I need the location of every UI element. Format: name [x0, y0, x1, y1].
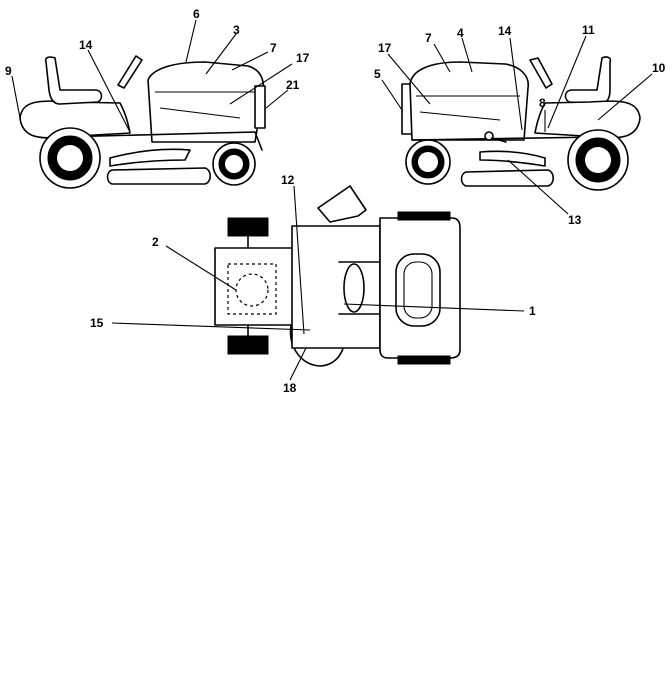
callout-21: 21 — [286, 78, 300, 92]
seat — [44, 56, 103, 105]
callout-13: 13 — [568, 213, 582, 227]
callout-12: 12 — [281, 173, 295, 187]
rear-fender — [19, 100, 131, 139]
callout-15: 15 — [90, 316, 104, 330]
callout-1: 1 — [529, 304, 536, 318]
rear-tire-top-2 — [397, 355, 451, 365]
callout-7: 7 — [270, 41, 277, 55]
tractor-left-side-view: 6 3 7 17 14 9 21 — [5, 7, 310, 189]
steering-wheel — [117, 55, 143, 89]
rear-fender-right — [534, 100, 641, 139]
seat-right — [564, 56, 612, 105]
foot-deck — [109, 148, 191, 167]
callout-6: 6 — [193, 7, 200, 21]
seat-top — [395, 253, 441, 327]
callout-14: 14 — [79, 38, 93, 52]
front-grille — [254, 85, 266, 129]
steering-column-top — [343, 263, 365, 313]
callout-18: 18 — [283, 381, 297, 395]
foot-deck-right — [479, 150, 546, 167]
callout-14-right: 14 — [498, 24, 512, 38]
callout-5: 5 — [374, 67, 381, 81]
frame — [59, 131, 263, 151]
discharge-chute — [317, 185, 367, 223]
callout-7-right: 7 — [425, 31, 432, 45]
rear-tire-top-1 — [397, 211, 451, 221]
callout-2: 2 — [152, 235, 159, 249]
front-wheel-top-2 — [227, 335, 269, 355]
mower-deck-right — [460, 169, 555, 187]
hood-right — [409, 61, 530, 141]
callout-3: 3 — [233, 23, 240, 37]
tractor-right-side-view: 17 7 4 14 11 5 8 10 13 — [374, 23, 666, 227]
callout-11: 11 — [582, 23, 595, 37]
hood — [147, 61, 265, 143]
callout-17: 17 — [296, 51, 310, 65]
mower-deck — [106, 167, 212, 185]
callout-4: 4 — [457, 26, 464, 40]
steering-wheel-right — [529, 57, 553, 89]
callout-9: 9 — [5, 64, 12, 78]
callout-17-right: 17 — [378, 41, 392, 55]
engine-outline — [227, 263, 277, 315]
tractor-top-view: 12 2 15 1 18 — [90, 173, 536, 395]
callout-10: 10 — [652, 61, 666, 75]
front-wheel-top-1 — [227, 217, 269, 237]
callout-8: 8 — [539, 96, 546, 110]
